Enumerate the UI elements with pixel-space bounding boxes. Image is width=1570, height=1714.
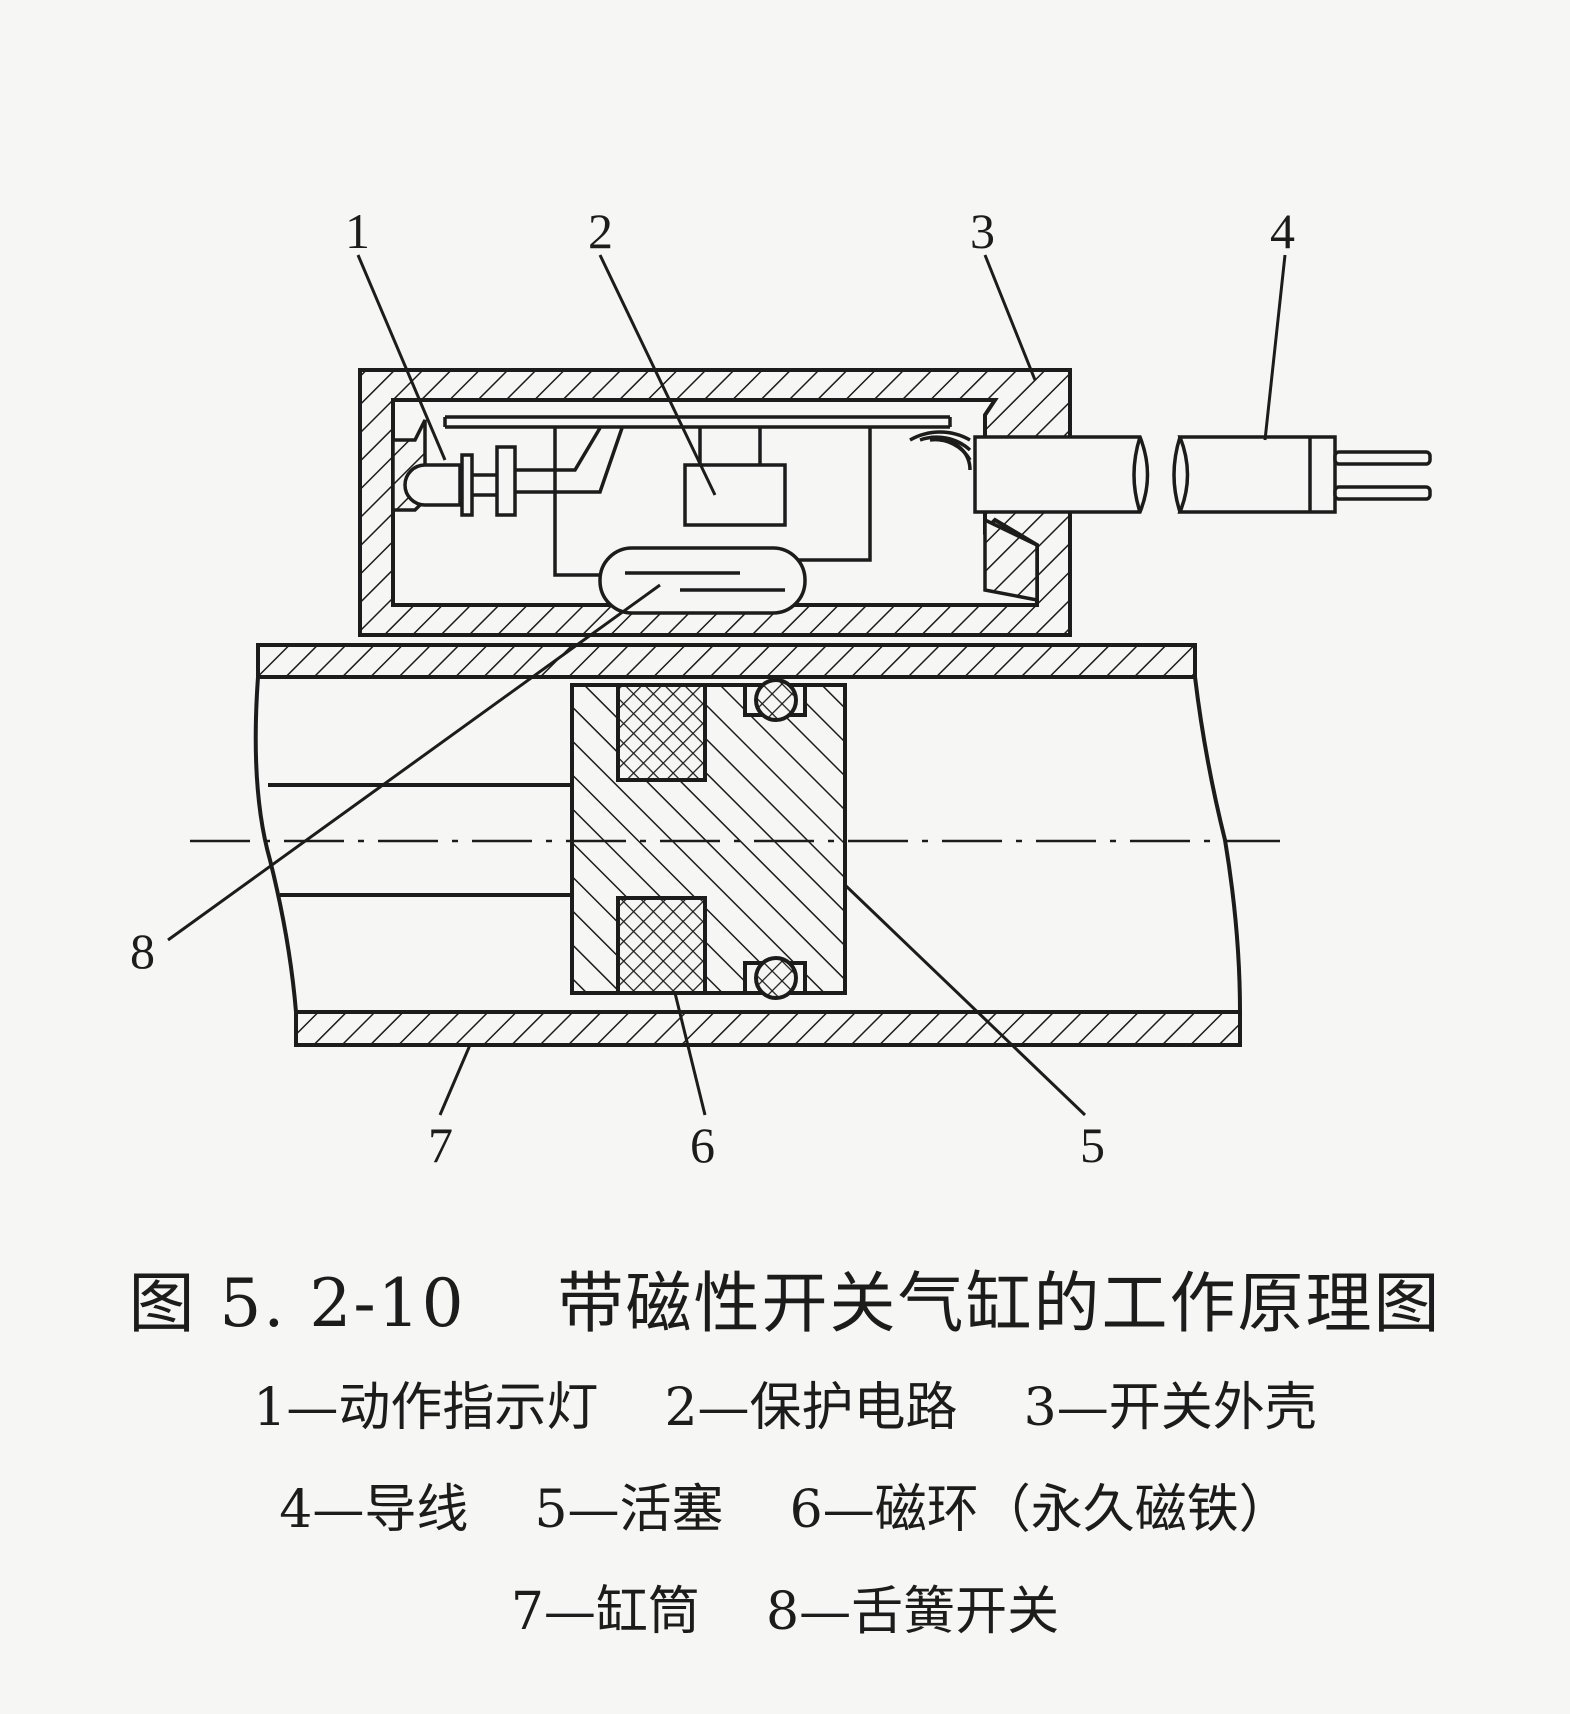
callout-5: 5 xyxy=(1080,1117,1105,1173)
callout-3: 3 xyxy=(970,203,995,259)
callout-8: 8 xyxy=(130,923,155,979)
callout-1: 1 xyxy=(345,203,370,259)
callout-7: 7 xyxy=(428,1117,453,1173)
reed-switch xyxy=(598,546,807,615)
piston xyxy=(570,678,847,1000)
leader-lines xyxy=(167,254,1287,1117)
wiring xyxy=(515,427,872,577)
legend-line: 7—缸筒 8—舌簧开关 xyxy=(510,1582,1060,1642)
indicator-lamp xyxy=(403,445,517,517)
callout-2: 2 xyxy=(588,203,613,259)
circuit-board xyxy=(443,415,952,429)
callout-6: 6 xyxy=(690,1117,715,1173)
magnetic-switch-cylinder-diagram: 1 2 3 4 5 6 7 8 xyxy=(130,203,1432,1173)
cable-grommet xyxy=(909,430,972,471)
protection-circuit-box xyxy=(683,463,787,527)
cable-lead xyxy=(973,435,1432,514)
figure-title: 图 5. 2-10 带磁性开关气缸的工作原理图 xyxy=(128,1265,1442,1342)
callout-4: 4 xyxy=(1270,203,1295,259)
legend-line: 1—动作指示灯 2—保护电路 3—开关外壳 xyxy=(253,1378,1317,1438)
switch-housing xyxy=(358,368,1072,637)
legend-line: 4—导线 5—活塞 6—磁环（永久磁铁） xyxy=(279,1480,1291,1540)
